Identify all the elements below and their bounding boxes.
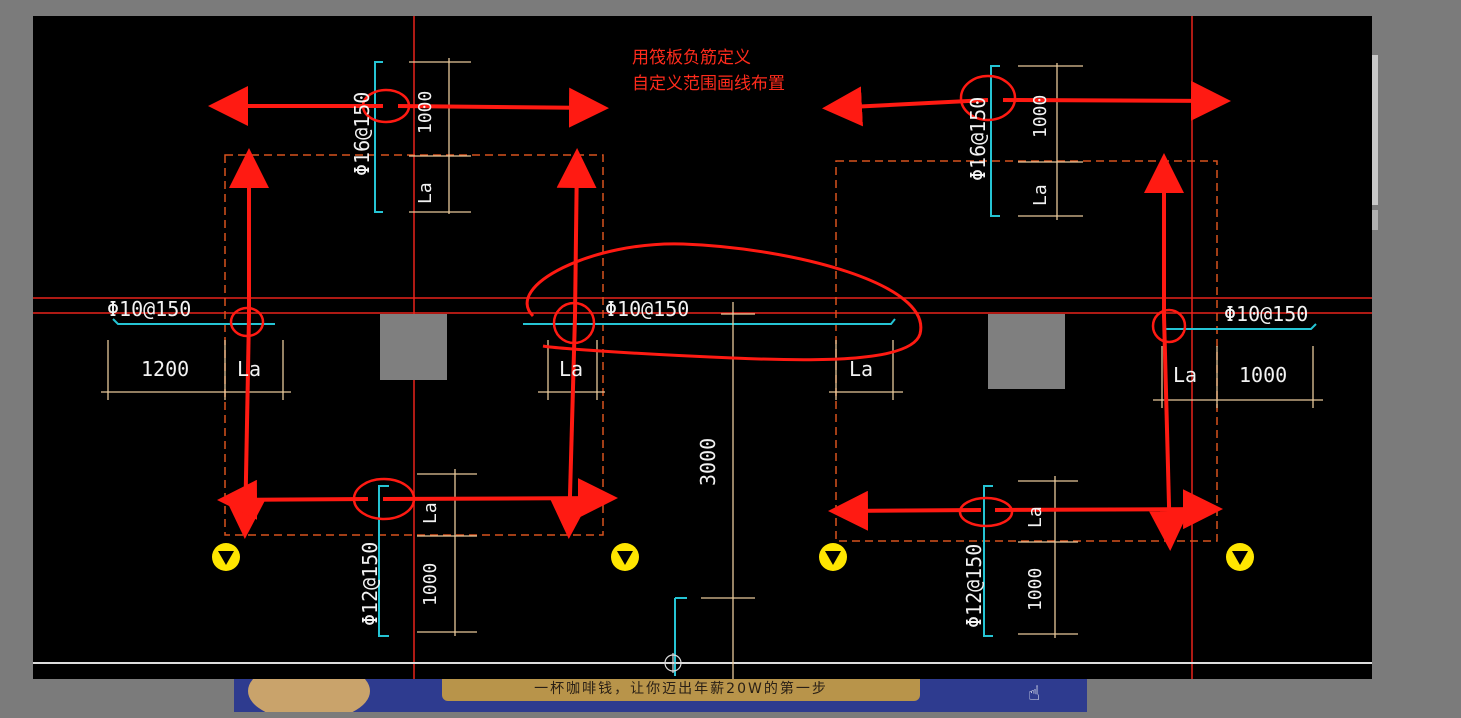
dim-bottom-right-1000: 1000 [1025, 568, 1046, 611]
dim-right-1000: 1000 [1239, 363, 1287, 387]
rebar-lines [112, 61, 1317, 676]
annotation-note: 用筏板负筋定义 自定义范围画线布置 [632, 45, 785, 97]
annotation-line-2: 自定义范围画线布置 [632, 74, 785, 94]
dim-top-left-la: La [415, 182, 436, 204]
rebar-label-center: Φ10@150 [605, 297, 689, 321]
rebar-label-top-left: Φ16@150 [350, 92, 374, 176]
dim-center-3000: 3000 [696, 438, 720, 486]
dim-bottom-right-la: La [1025, 506, 1046, 528]
cad-labels: Φ16@150 Φ16@150 Φ12@150 Φ12@150 Φ10@150 … [107, 91, 1308, 628]
annotation-circles [229, 74, 1187, 528]
dim-bottom-left-la: La [420, 502, 441, 524]
axis-marker-icon[interactable] [611, 543, 639, 571]
dim-top-right-la: La [1030, 184, 1051, 206]
dim-left-1200: 1200 [141, 357, 189, 381]
dim-top-left-1000: 1000 [415, 91, 436, 134]
rebar-label-bottom-right: Φ12@150 [962, 544, 986, 628]
rebar-label-right: Φ10@150 [1224, 302, 1308, 326]
rebar-label-top-right: Φ16@150 [966, 97, 990, 181]
crosshair-icon [663, 653, 683, 673]
hand-pointer-icon[interactable]: ☝ [1028, 681, 1041, 705]
cad-drawing: Φ16@150 Φ16@150 Φ12@150 Φ12@150 Φ10@150 … [33, 16, 1372, 679]
promo-banner[interactable]: 一杯咖啡钱，让你迈出年薪20W的第一步 ☝ [234, 679, 1087, 712]
dim-right-la: La [1173, 363, 1197, 387]
axis-lines [33, 16, 1372, 679]
column-right [988, 314, 1065, 389]
column-left [380, 314, 447, 380]
dimension-lines [101, 58, 1323, 679]
dim-top-right-1000: 1000 [1030, 95, 1051, 138]
dim-left-la: La [237, 357, 261, 381]
dashed-regions [224, 154, 1218, 542]
side-panel-edge [1372, 55, 1378, 205]
axis-marker-icon[interactable] [819, 543, 847, 571]
axis-markers [212, 543, 1254, 571]
side-panel-edge [1372, 210, 1378, 230]
axis-marker-icon[interactable] [212, 543, 240, 571]
annotation-line-1: 用筏板负筋定义 [632, 48, 751, 68]
avatar [248, 679, 370, 712]
rebar-label-bottom-left: Φ12@150 [358, 542, 382, 626]
dim-right-center-la: La [849, 357, 873, 381]
axis-marker-icon[interactable] [1226, 543, 1254, 571]
dim-bottom-left-1000: 1000 [420, 563, 441, 606]
promo-text: 一杯咖啡钱，让你迈出年薪20W的第一步 [442, 679, 920, 701]
cad-canvas[interactable]: Φ16@150 Φ16@150 Φ12@150 Φ12@150 Φ10@150 … [33, 16, 1372, 679]
annotation-arrows [208, 80, 1231, 551]
rebar-label-left: Φ10@150 [107, 297, 191, 321]
dim-center-la: La [559, 357, 583, 381]
